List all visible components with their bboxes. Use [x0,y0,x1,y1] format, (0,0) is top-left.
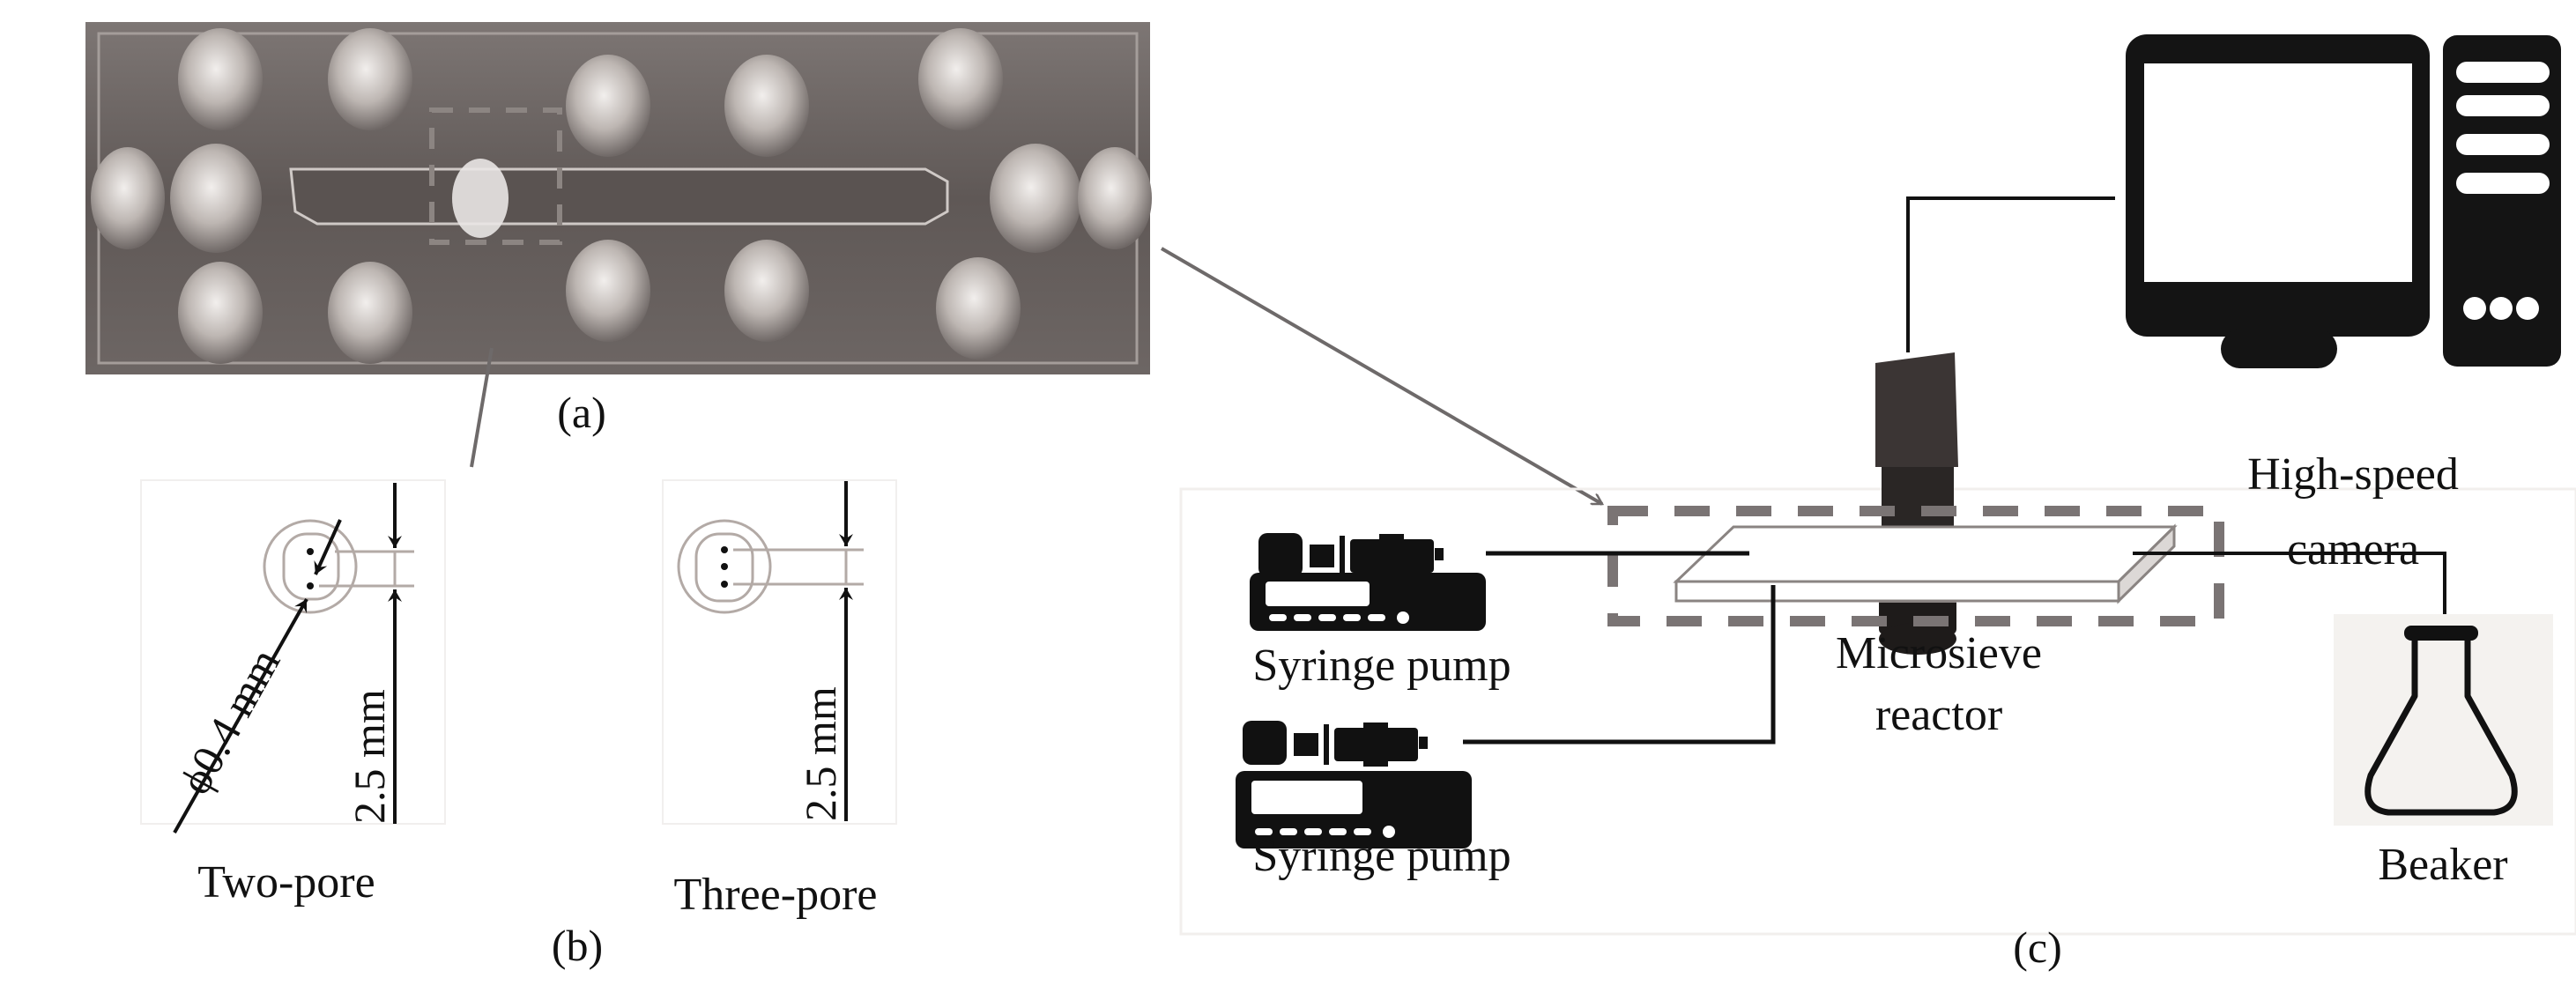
tube-pump2-to-reactor [1463,585,1776,745]
leader-line-a-to-b [470,347,494,468]
three-pore-diagram: 2.5 mm Three-pore [662,479,897,920]
two-pore-diameter-label: ϕ0.4 mm [170,640,290,802]
syringe-pump-1-icon [1250,533,1486,631]
pore-inner-ring [694,532,754,603]
reactor-photo [85,22,1152,374]
camera-label-line1: High-speed [2247,449,2459,500]
panel-b: ϕ0.4 mm 2.5 mm Two-pore 2.5 mm Three-por… [140,479,897,970]
photo-inspection-box [429,107,562,245]
two-pore-title: Two-pore [197,857,375,908]
pore-inner-ring [282,532,340,601]
panel-b-label: (b) [552,921,603,970]
high-speed-camera-icon [1875,352,1958,655]
two-pore-diagram: ϕ0.4 mm 2.5 mm Two-pore [140,479,446,908]
beaker-icon [2334,614,2553,826]
tube-reactor-to-beaker [2133,552,2446,627]
three-pore-spacing-label: 2.5 mm [796,686,845,821]
panel-c-frame [1179,487,2576,936]
pump1-label: Syringe pump [1252,641,1511,691]
reactor-label-line2: reactor [1875,690,2002,740]
camera-label-line2: camera [2287,524,2419,574]
photo-bolts [91,28,1152,364]
pc-tower-icon [2443,35,2561,367]
photo-channel [289,167,949,226]
pore-dot [307,548,314,555]
computer-icon [2126,34,2561,368]
monitor-stand [2221,330,2337,368]
panel-a: (a) [85,22,1602,506]
pore-outer-ring [263,519,358,614]
reactor-label-line1: Microsieve [1836,628,2042,678]
three-pore-title: Three-pore [674,870,878,920]
syringe-pump-2-icon [1236,721,1472,848]
photo-pore-highlight [452,159,509,238]
reactor-highlight-box [1607,506,2224,626]
pore-dot [721,546,728,553]
panel-c-label: (c) [2013,923,2062,972]
pore-dot [721,563,728,570]
microsieve-reactor-icon [1673,523,2178,604]
camera-cable [1906,196,2115,352]
pore-dot [721,581,728,588]
beaker-label: Beaker [2378,840,2507,890]
pore-dot [307,582,314,589]
panel-a-label: (a) [557,388,606,437]
panel-c: High-speed camera [1179,34,2576,972]
pore-outer-ring [677,519,772,614]
pump2-label: Syringe pump [1252,831,1511,881]
arrow-photo-to-reactor [1160,247,1602,506]
two-pore-spacing-label: 2.5 mm [345,689,394,824]
